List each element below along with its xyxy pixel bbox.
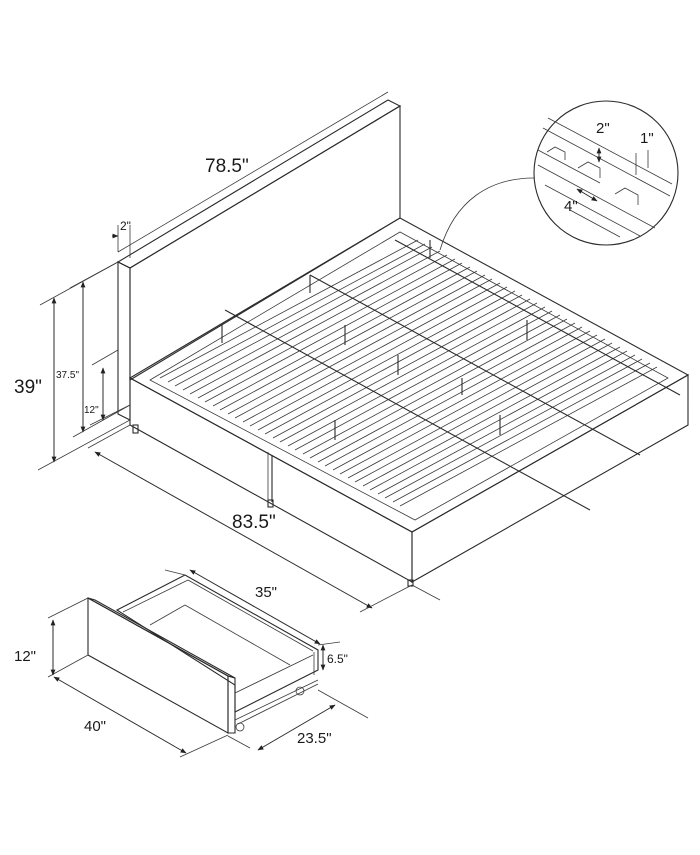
bed-dimensions: 78.5" 2" 39" 37.5" 12" 83.5" [14, 156, 441, 613]
drawer-length-label: 35" [255, 584, 277, 601]
slats [159, 239, 681, 511]
slat-detail-callout: 2" 1" 4" [439, 100, 679, 251]
drawer: 35" 6.5" 12" 40" 23.5" [14, 569, 369, 758]
headboard [116, 91, 402, 421]
drawer-height-label: 12" [14, 648, 36, 665]
overall-length-label: 83.5" [232, 512, 276, 533]
headboard-width-label: 78.5" [205, 156, 249, 177]
side-rail-height-label: 12" [84, 405, 99, 416]
drawer-width-label: 23.5" [297, 730, 332, 747]
slat-thickness-label: 2" [596, 120, 610, 137]
drawer-front-width-label: 40" [84, 718, 106, 735]
headboard-thickness-label: 2" [120, 219, 131, 233]
headboard-panel-height-label: 37.5" [56, 370, 79, 381]
overall-height-label: 39" [14, 377, 42, 398]
slat-height-label: 1" [640, 130, 654, 147]
drawer-inner-depth-label: 6.5" [327, 652, 348, 666]
slat-width-label: 4" [564, 198, 578, 215]
bed-frame [128, 217, 690, 587]
